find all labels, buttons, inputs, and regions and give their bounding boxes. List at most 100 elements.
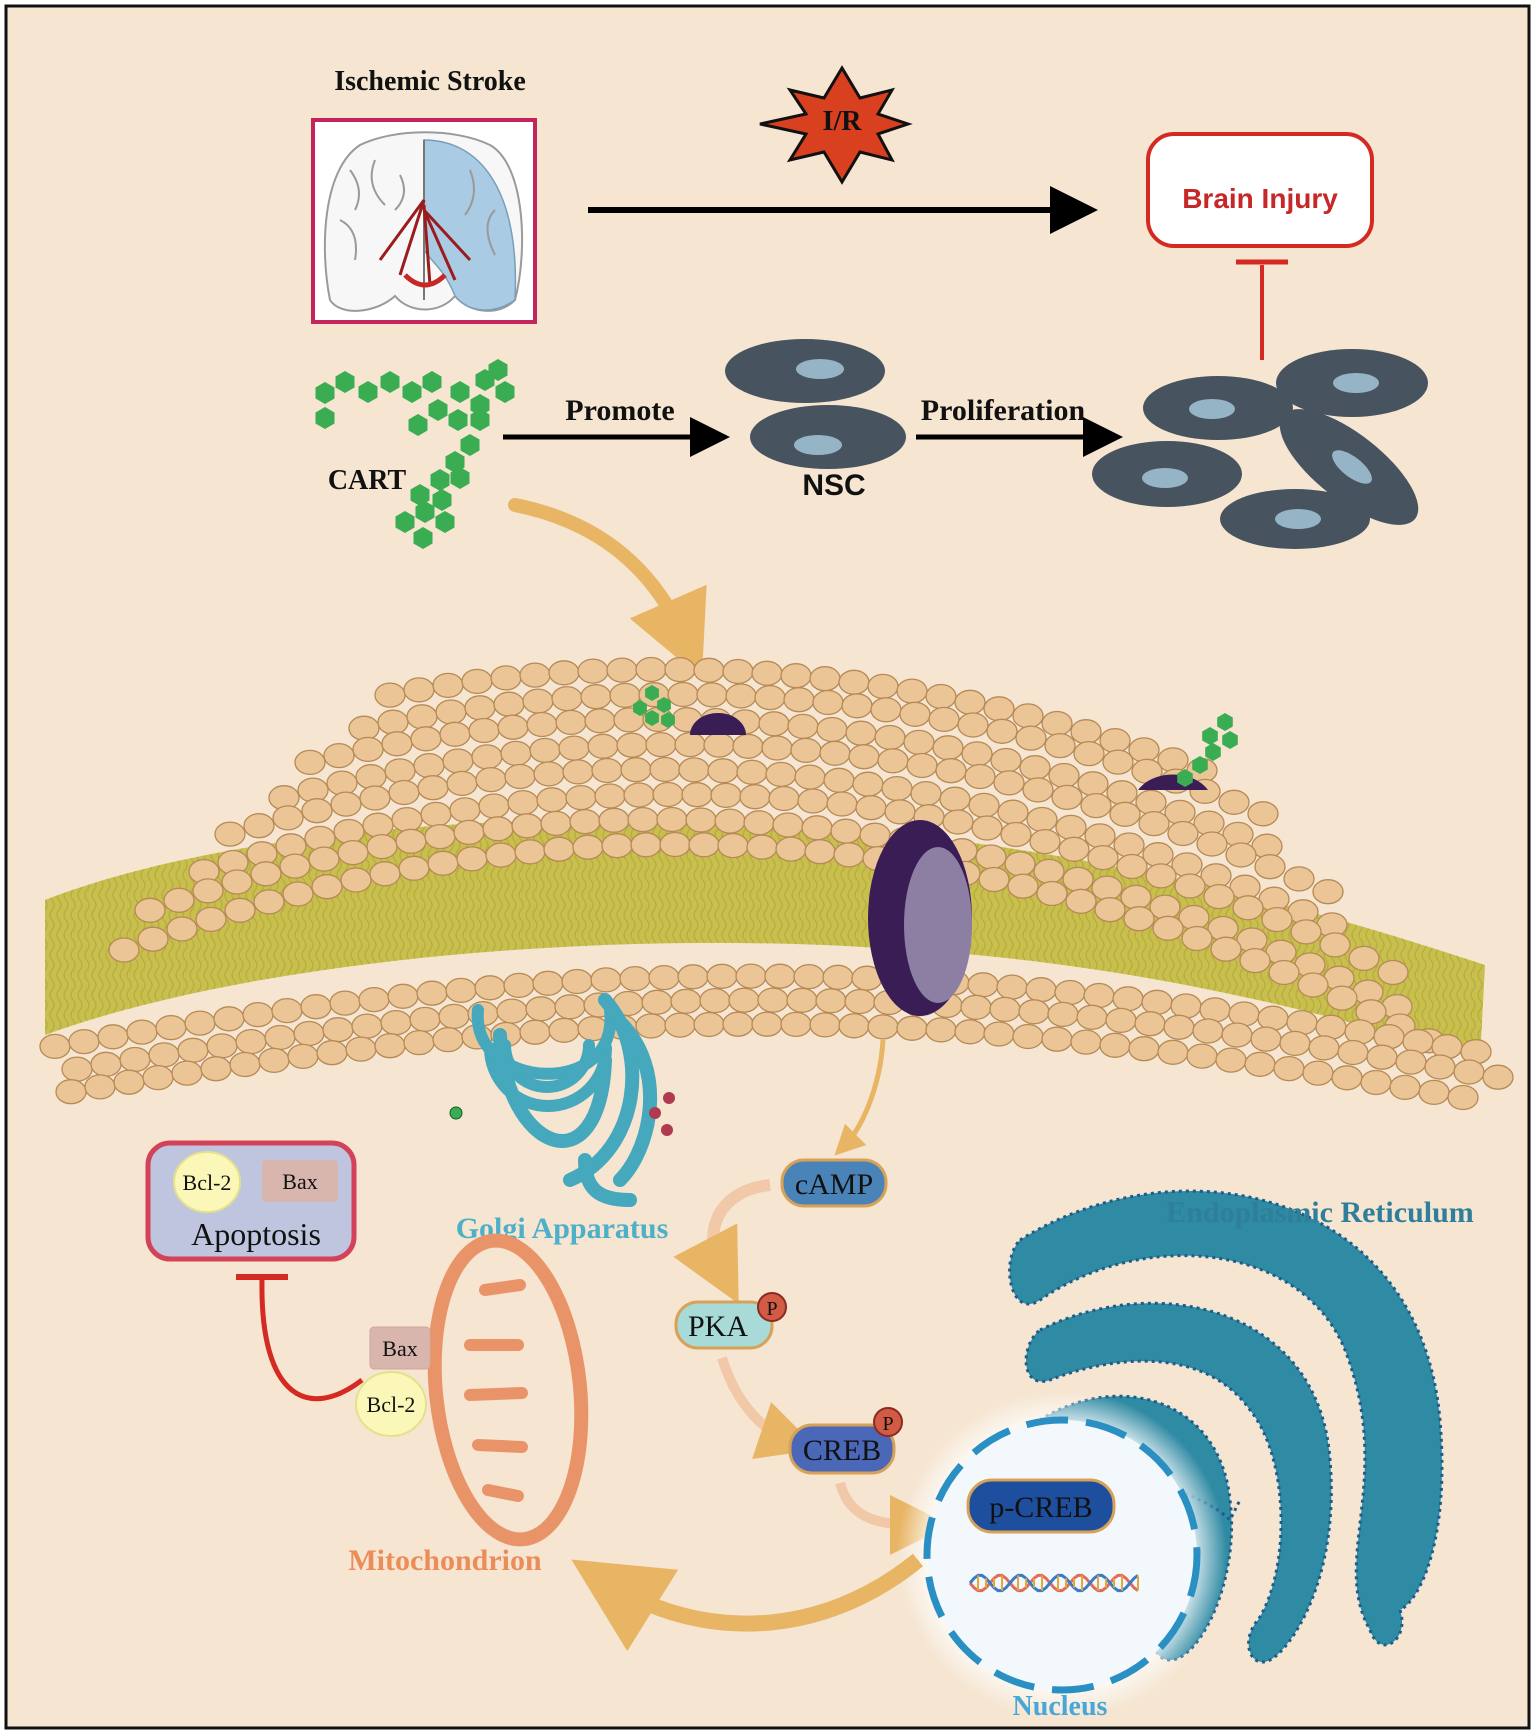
creb-node: CREB P — [788, 1407, 903, 1475]
lipid-head-bottom — [1447, 1084, 1479, 1111]
lipid-head-top — [294, 749, 326, 776]
lipid-head-top — [754, 684, 786, 711]
lipid-head-top — [562, 759, 594, 785]
lipid-head-top — [1080, 792, 1112, 819]
lipid-head-top — [703, 732, 735, 758]
lipid-head-top — [838, 669, 870, 695]
lipid-head-top — [775, 836, 807, 862]
lipid-head-top — [1142, 842, 1174, 868]
lipid-head-top — [714, 808, 746, 834]
lipid-head-bottom — [1257, 1005, 1289, 1031]
ir-label: I/R — [823, 106, 863, 137]
promote-label: Promote — [565, 394, 674, 427]
creb-phospho-label: P — [882, 1413, 893, 1435]
lipid-head-top — [957, 712, 989, 738]
lipid-head-bottom — [1170, 993, 1202, 1019]
camp-node: cAMP — [780, 1158, 888, 1208]
lipid-head-top — [674, 731, 706, 758]
lipid-head-top — [435, 699, 467, 725]
lipid-head-bottom — [1360, 1069, 1392, 1096]
lipid-head-bottom — [1163, 1014, 1195, 1040]
lipid-head-top — [333, 818, 365, 845]
lipid-head-top — [403, 677, 435, 703]
injury-inhibition — [1236, 259, 1288, 360]
lipid-head-bottom — [322, 1017, 354, 1043]
golgi-vesicle-3 — [661, 1124, 673, 1136]
lipid-head-bottom — [55, 1079, 87, 1105]
lipid-head-bottom — [1337, 1039, 1369, 1066]
cart-hexagon — [428, 399, 448, 421]
lipid-head-top — [1247, 801, 1279, 827]
lipid-head-bottom — [786, 987, 818, 1013]
nsc-label: NSC — [802, 469, 865, 502]
lipid-head-top — [439, 721, 471, 747]
lipid-head-bottom — [1157, 1039, 1189, 1065]
lipid-head-top — [761, 735, 793, 761]
lipid-head-bottom — [925, 1017, 957, 1043]
lipid-head-bottom — [1286, 1009, 1318, 1036]
lipid-head-top — [1012, 703, 1044, 729]
lipid-bilayer — [39, 656, 1514, 1111]
cart-hexagon — [335, 371, 355, 393]
lipid-head-bottom — [1199, 997, 1231, 1023]
lipid-head-bottom — [648, 964, 680, 991]
cart-peptides — [315, 359, 515, 549]
lipid-head-top — [1297, 972, 1329, 998]
lipid-head-top — [413, 752, 445, 779]
lipid-head-top — [442, 748, 474, 774]
lipid-head-top — [464, 695, 496, 721]
lipid-head-bottom — [113, 1069, 145, 1095]
lipid-head-top — [1164, 799, 1196, 826]
cart-hexagon — [395, 511, 415, 533]
lipid-head-top — [1193, 810, 1225, 836]
cart-hexagon — [422, 371, 442, 393]
bound-cart-hexagon — [645, 685, 659, 701]
lipid-head-top — [848, 744, 880, 770]
lipid-head-top — [1348, 945, 1380, 972]
cart-to-membrane-arrow — [508, 498, 707, 679]
lipid-head-top — [594, 783, 626, 809]
membrane-channel — [868, 820, 972, 1016]
lipid-head-top — [311, 874, 343, 900]
lipid-head-bottom — [142, 1064, 174, 1091]
lipid-head-bottom — [329, 990, 361, 1016]
lipid-head-top — [971, 815, 1003, 841]
lipid-head-top — [1171, 852, 1203, 878]
lipid-head-bottom — [525, 996, 557, 1022]
lipid-head-top — [330, 791, 362, 817]
pka-node: PKA P — [674, 1292, 787, 1350]
lipid-head-top — [398, 855, 430, 881]
p-creb-label: p-CREB — [989, 1491, 1092, 1524]
lipid-head-top — [635, 656, 667, 683]
lipid-head-bottom — [751, 1011, 783, 1037]
lipid-head-bottom — [548, 1017, 580, 1043]
lipid-head-top — [1135, 789, 1167, 815]
lipid-head-bottom — [1424, 1054, 1456, 1080]
lipid-head-top — [456, 846, 488, 872]
lipid-head-bottom — [590, 967, 622, 993]
lipid-head-bottom — [635, 1013, 667, 1039]
brain-injury-label: Brain Injury — [1182, 183, 1338, 214]
apoptosis-box: Bcl-2 Bax Apoptosis — [145, 1140, 357, 1262]
lipid-head-top — [1065, 888, 1097, 914]
lipid-head-top — [1022, 777, 1054, 803]
lipid-head-bottom — [1331, 1065, 1363, 1091]
lipid-head-bottom — [213, 1006, 245, 1032]
lipid-head-bottom — [532, 970, 564, 996]
lipid-head-top — [1152, 915, 1184, 941]
cart-hexagon — [415, 501, 435, 523]
lipid-head-bottom — [300, 994, 332, 1020]
lipid-head-top — [529, 737, 561, 764]
lipid-head-top — [221, 869, 253, 895]
lipid-head-top — [272, 805, 304, 831]
lipid-head-bottom — [989, 996, 1021, 1023]
lipid-head-top — [1128, 737, 1160, 763]
lipid-head-top — [870, 697, 902, 723]
lipid-head-top — [1055, 814, 1087, 841]
lipid-head-top — [884, 799, 916, 825]
lipid-head-top — [1210, 936, 1242, 962]
lipid-head-top — [819, 740, 851, 766]
lipid-head-top — [1123, 906, 1155, 932]
apoptosis-bcl2-label: Bcl-2 — [183, 1170, 232, 1195]
lipid-head-top — [772, 812, 804, 838]
